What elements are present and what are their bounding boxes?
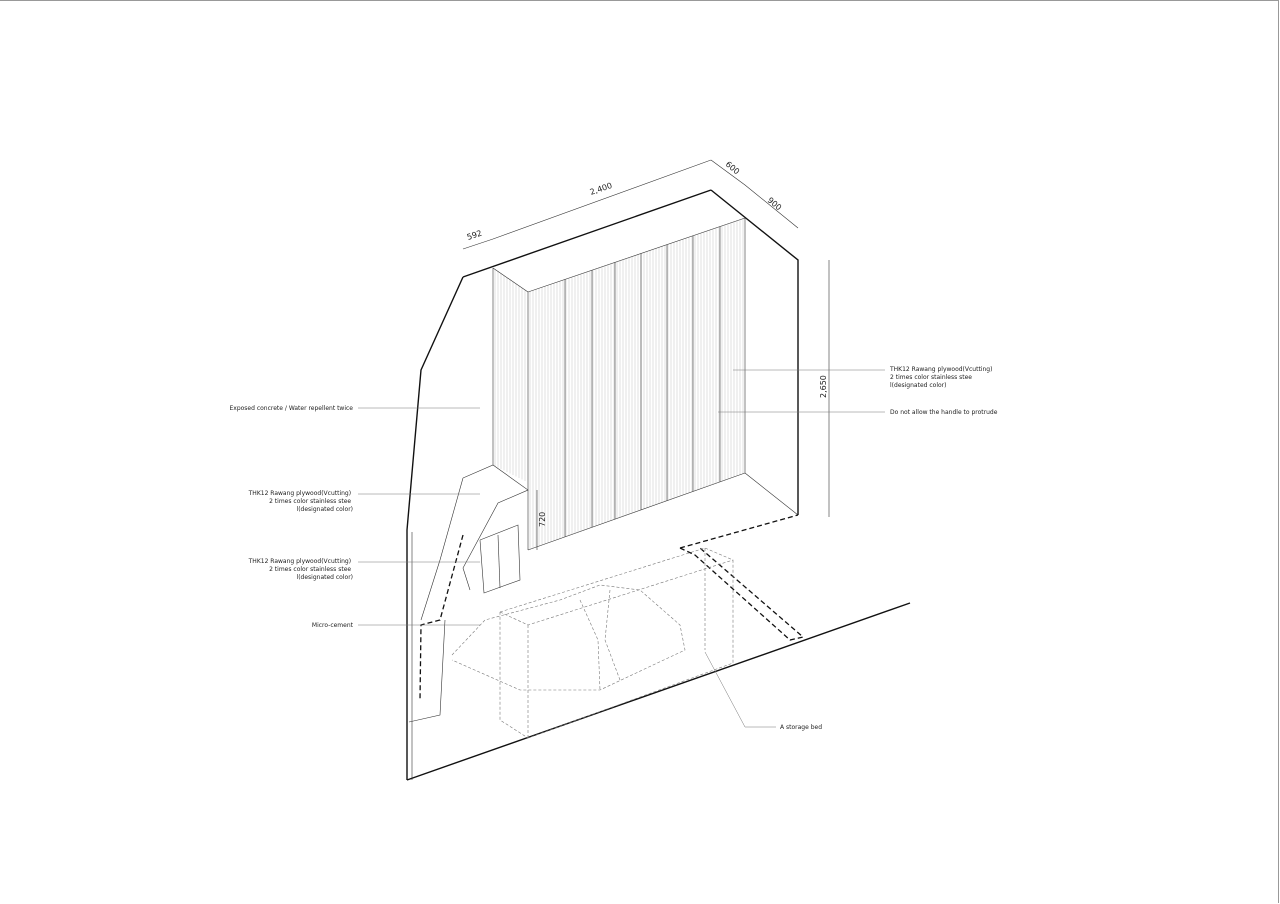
label-cabinet: THK12 Rawang plywood(Vcutting) 2 times c…: [889, 366, 994, 389]
dim-right-depth: 900: [766, 196, 783, 213]
left-wall-outline: [406, 276, 464, 780]
bench-edge: [419, 534, 464, 701]
cabinet-bottom-edge: [527, 472, 746, 551]
leader-lines: [358, 369, 885, 728]
floor-guide-dashed: [679, 514, 799, 549]
cabinet-doors: [527, 226, 721, 550]
storage-bed: [451, 547, 734, 739]
ceiling-edge: [462, 189, 712, 278]
floor-guide-dashed-2: [679, 547, 805, 641]
dimension-lines: [462, 159, 830, 550]
label-wall: Exposed concrete / Water repellent twice: [229, 405, 353, 412]
label-floor: Micro-cement: [312, 622, 354, 629]
dim-left-depth: 592: [466, 229, 483, 242]
dim-top-offset: 600: [724, 160, 741, 177]
dim-height: 2,650: [819, 375, 828, 398]
right-wall-outline: [710, 189, 799, 515]
desk-top: [462, 464, 529, 591]
cabinet-vertical-grain: [494, 218, 744, 550]
label-desk-top: THK12 Rawang plywood(Vcutting) 2 times c…: [248, 490, 353, 513]
dim-desk-height: 720: [538, 512, 547, 527]
cabinet-plinth: [744, 472, 799, 516]
desk-edge-band: [420, 477, 464, 621]
desk-leg-edge: [497, 534, 501, 589]
floor-line: [406, 602, 911, 781]
label-handle: Do not allow the handle to protrude: [890, 409, 998, 416]
label-bed: A storage bed: [780, 724, 822, 731]
desk-leg: [479, 524, 521, 594]
cabinet-top-edge: [527, 217, 746, 293]
dim-width: 2,400: [589, 181, 614, 197]
bench-outline: [408, 619, 446, 723]
label-desk-leg: THK12 Rawang plywood(Vcutting) 2 times c…: [248, 558, 353, 581]
cabinet-top-corner: [492, 267, 529, 293]
